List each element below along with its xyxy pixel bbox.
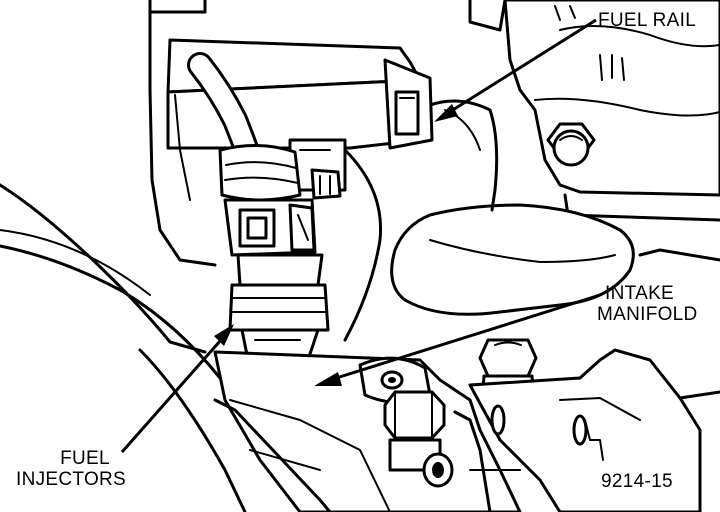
intake-manifold-leader-line (329, 293, 601, 382)
intake-manifold-label: INTAKE MANIFOLD (597, 283, 698, 325)
flange-hole-right (572, 414, 588, 446)
fuel-injectors-leader-line (120, 331, 230, 453)
left-hose-mid (0, 229, 151, 296)
bottom-web-edge (453, 410, 492, 512)
right-flange-contour (559, 397, 641, 421)
fuel-injectors-label-line2: INJECTORS (16, 469, 127, 490)
housing-contour-2 (534, 97, 720, 117)
threaded-bore (422, 452, 454, 488)
upper-bolt (546, 122, 596, 167)
fuel-injectors-label-line1: FUEL (60, 448, 110, 469)
housing-ticks (554, 5, 576, 21)
injector-connector-boot (218, 143, 302, 202)
left-hose-lower (0, 244, 222, 380)
fuel-injectors-label: FUEL INJECTORS (16, 448, 126, 490)
flange-hole-left (490, 404, 506, 436)
fuel-injector (228, 253, 330, 362)
intake-manifold-label-line1: INTAKE (605, 283, 675, 304)
lower-manifold-contour-2 (249, 449, 321, 471)
top-right-edge (468, 0, 507, 32)
fuel-injectors-arrowhead (214, 324, 234, 346)
lower-left-edge (138, 348, 247, 512)
housing-casting-marks (599, 54, 625, 81)
fuel-rail-label: FUEL RAIL (598, 10, 697, 31)
intake-runner (390, 203, 635, 316)
left-housing-contour (174, 94, 191, 201)
pillar-right-edge (343, 148, 383, 342)
left-hose-upper (0, 183, 207, 354)
right-edge-line (678, 390, 720, 400)
injector-connector (223, 168, 342, 257)
fuel-rail-leader-line (439, 18, 597, 120)
lower-manifold-contour-1 (229, 399, 391, 512)
figure-number: 9214-15 (601, 471, 673, 492)
intake-manifold-label-line2: MANIFOLD (597, 304, 698, 325)
runner-highlight (429, 239, 616, 263)
top-bracket (148, 0, 207, 14)
lower-manifold-edge (213, 398, 332, 512)
runner-mid-edge (638, 248, 720, 262)
fuel-rail-arrowhead (434, 104, 458, 122)
intake-manifold-arrowhead (314, 372, 342, 386)
left-housing-edge (148, 10, 217, 267)
